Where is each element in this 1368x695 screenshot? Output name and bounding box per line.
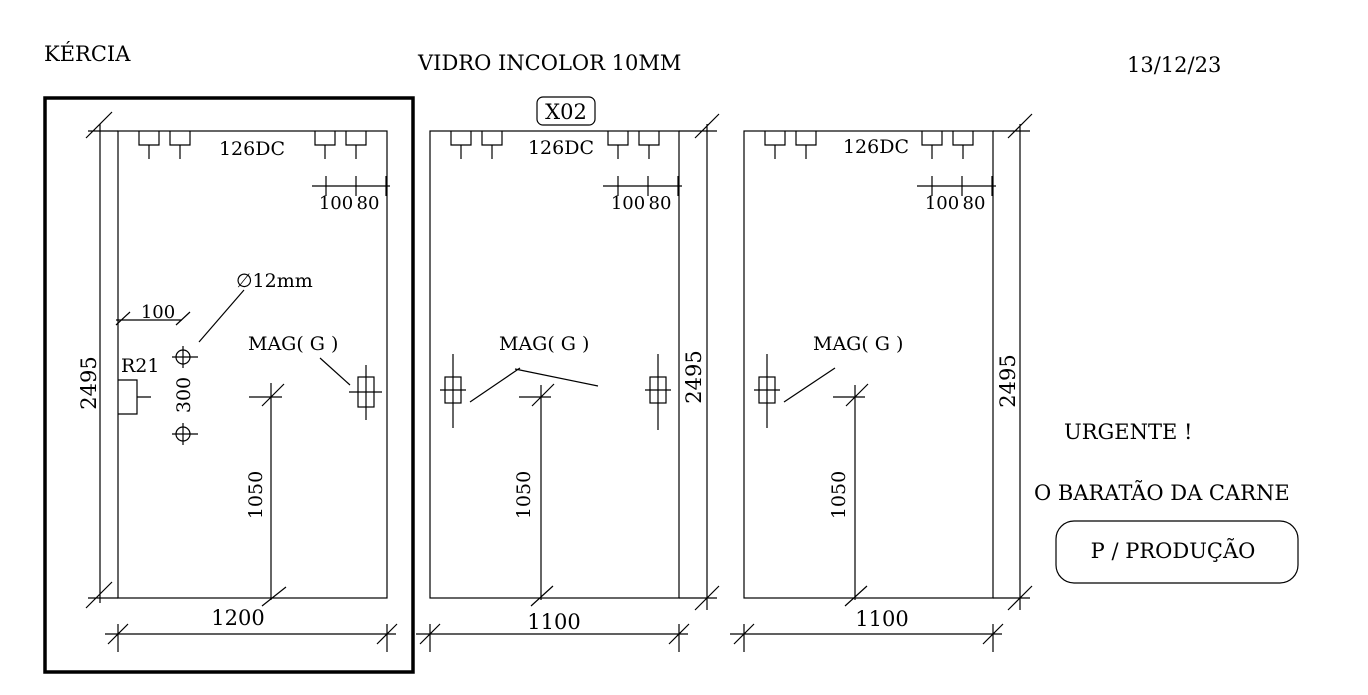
production-stamp: P / PRODUÇÃO <box>1091 539 1256 563</box>
panel-1-width: 1200 <box>211 606 264 630</box>
panel-1-hinge-label: 126DC <box>219 138 285 160</box>
drawing-date: 13/12/23 <box>1127 53 1221 77</box>
urgent-note: URGENTE ! <box>1064 420 1192 444</box>
panel-3-outline <box>743 130 994 599</box>
panel-1-holes <box>172 346 198 445</box>
panel-1-hole-offset: 100 <box>141 302 175 323</box>
panel-1-lock-label: MAG( G ) <box>248 333 338 355</box>
panel-3-width: 1100 <box>855 607 908 631</box>
label-x02: X02 <box>545 100 587 124</box>
panel-3-lock-label: MAG( G ) <box>813 333 903 355</box>
panel-2-width: 1100 <box>527 610 580 634</box>
panel-3: 126DC 100 80 2495 1100 MAG( G ) 1050 <box>730 113 1033 652</box>
panel-1-handle-height: 1050 <box>245 471 267 519</box>
panel-1-offset-a: 100 <box>319 193 353 214</box>
panel-2-handle-height: 1050 <box>513 471 535 519</box>
panel-3-handle-height: 1050 <box>828 471 850 519</box>
panel-2-height: 2495 <box>682 350 706 403</box>
panel-3-height: 2495 <box>996 354 1020 407</box>
panel-2: 126DC 100 80 2495 1100 MAG( G ) 1050 <box>416 113 720 652</box>
panel-1-height: 2495 <box>77 356 101 409</box>
client-name: KÉRCIA <box>44 42 131 66</box>
panel-2-outline <box>429 130 680 599</box>
customer-name: O BARATÃO DA CARNE <box>1034 481 1290 505</box>
panel-3-hinges <box>764 131 974 159</box>
panel-3-offset-b: 80 <box>963 193 986 214</box>
panel-2-lock-label: MAG( G ) <box>499 333 589 355</box>
panel-1-outline <box>117 130 388 599</box>
panel-2-offset-a: 100 <box>611 193 645 214</box>
panel-1-hinges <box>138 131 367 159</box>
panel-1-notch: R21 <box>121 355 159 377</box>
panel-2-hinges <box>450 131 660 159</box>
panel-2-hinge-label: 126DC <box>528 137 594 159</box>
panel-3-hinge-label: 126DC <box>843 136 909 158</box>
panel-1: 126DC 100 80 2495 1200 ∅12mm 100 300 R21… <box>77 111 398 652</box>
panel-1-hole-spacing: 300 <box>173 377 195 413</box>
panel-1-offset-b: 80 <box>357 193 380 214</box>
panel-3-offset-a: 100 <box>925 193 959 214</box>
production-stamp-box <box>1055 520 1299 584</box>
material-title: VIDRO INCOLOR 10MM <box>417 51 681 75</box>
selection-frame <box>43 96 415 674</box>
label-box <box>536 96 596 126</box>
panel-2-offset-b: 80 <box>649 193 672 214</box>
panel-1-hole-diameter: ∅12mm <box>236 270 313 292</box>
